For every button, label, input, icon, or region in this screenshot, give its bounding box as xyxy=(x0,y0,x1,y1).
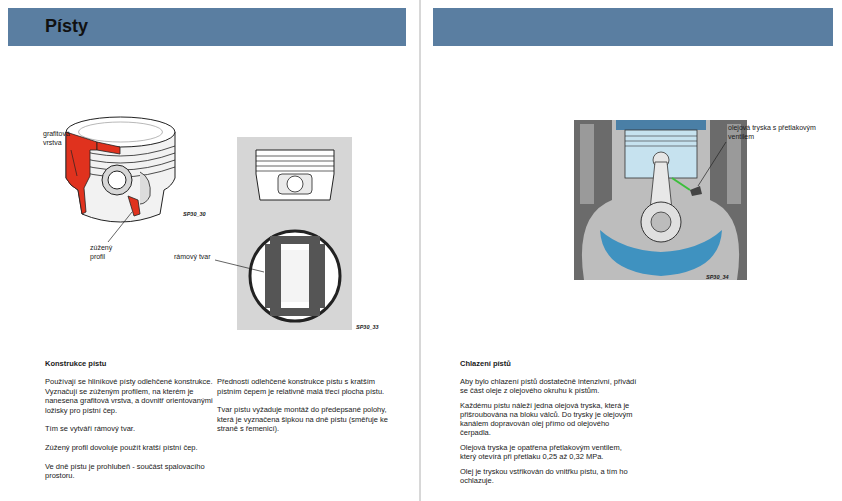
part-label: rámový tvar xyxy=(174,253,211,262)
section-heading: Chlazení pístů xyxy=(460,359,511,368)
body-paragraph: Předností odlehčené konstrukce pístu s k… xyxy=(217,377,397,396)
body-paragraph: Ve dně pístu je prohlubeň - součást spal… xyxy=(45,462,213,481)
header-band xyxy=(433,8,833,46)
body-paragraph: Používají se hliníkové písty odlehčené k… xyxy=(45,377,213,415)
part-label: zúžený profil xyxy=(90,244,126,261)
body-paragraph: Zúžený profil dovoluje použít kratší pís… xyxy=(45,443,213,453)
figure-code: SP30_30 xyxy=(183,211,206,217)
section-heading: Konstrukce pístu xyxy=(45,359,106,368)
page-title: Písty xyxy=(45,14,396,38)
body-paragraph: Tvar pístu vyžaduje montáž do předepsané… xyxy=(217,405,397,434)
text-column: Předností odlehčené konstrukce pístu s k… xyxy=(217,377,397,443)
body-paragraph: Každému pístu náleží jedna olejová trysk… xyxy=(460,401,638,437)
page-divider xyxy=(420,0,421,501)
figure-code: SP30_34 xyxy=(706,274,729,280)
piston-views xyxy=(215,137,352,330)
engine-section xyxy=(574,120,747,280)
body-paragraph: Tím se vytváří rámový tvar. xyxy=(45,424,213,434)
text-column: Používají se hliníkové písty odlehčené k… xyxy=(45,377,213,490)
body-paragraph: Olejová tryska je opatřena přetlakovým v… xyxy=(460,443,638,461)
piston-cutaway xyxy=(66,117,175,242)
part-label: grafitová vrstva xyxy=(43,130,81,147)
text-column: Aby bylo chlazení pístů dostatečně inten… xyxy=(460,377,638,491)
body-paragraph: Olej je tryskou vstřikován do vnitřku pí… xyxy=(460,467,638,485)
part-label: olejová tryska s přetlakovým ventilem xyxy=(728,124,828,141)
figure-code: SP30_33 xyxy=(356,324,379,330)
header-band: Písty xyxy=(8,8,406,46)
body-paragraph: Aby bylo chlazení pístů dostatečně inten… xyxy=(460,377,638,395)
